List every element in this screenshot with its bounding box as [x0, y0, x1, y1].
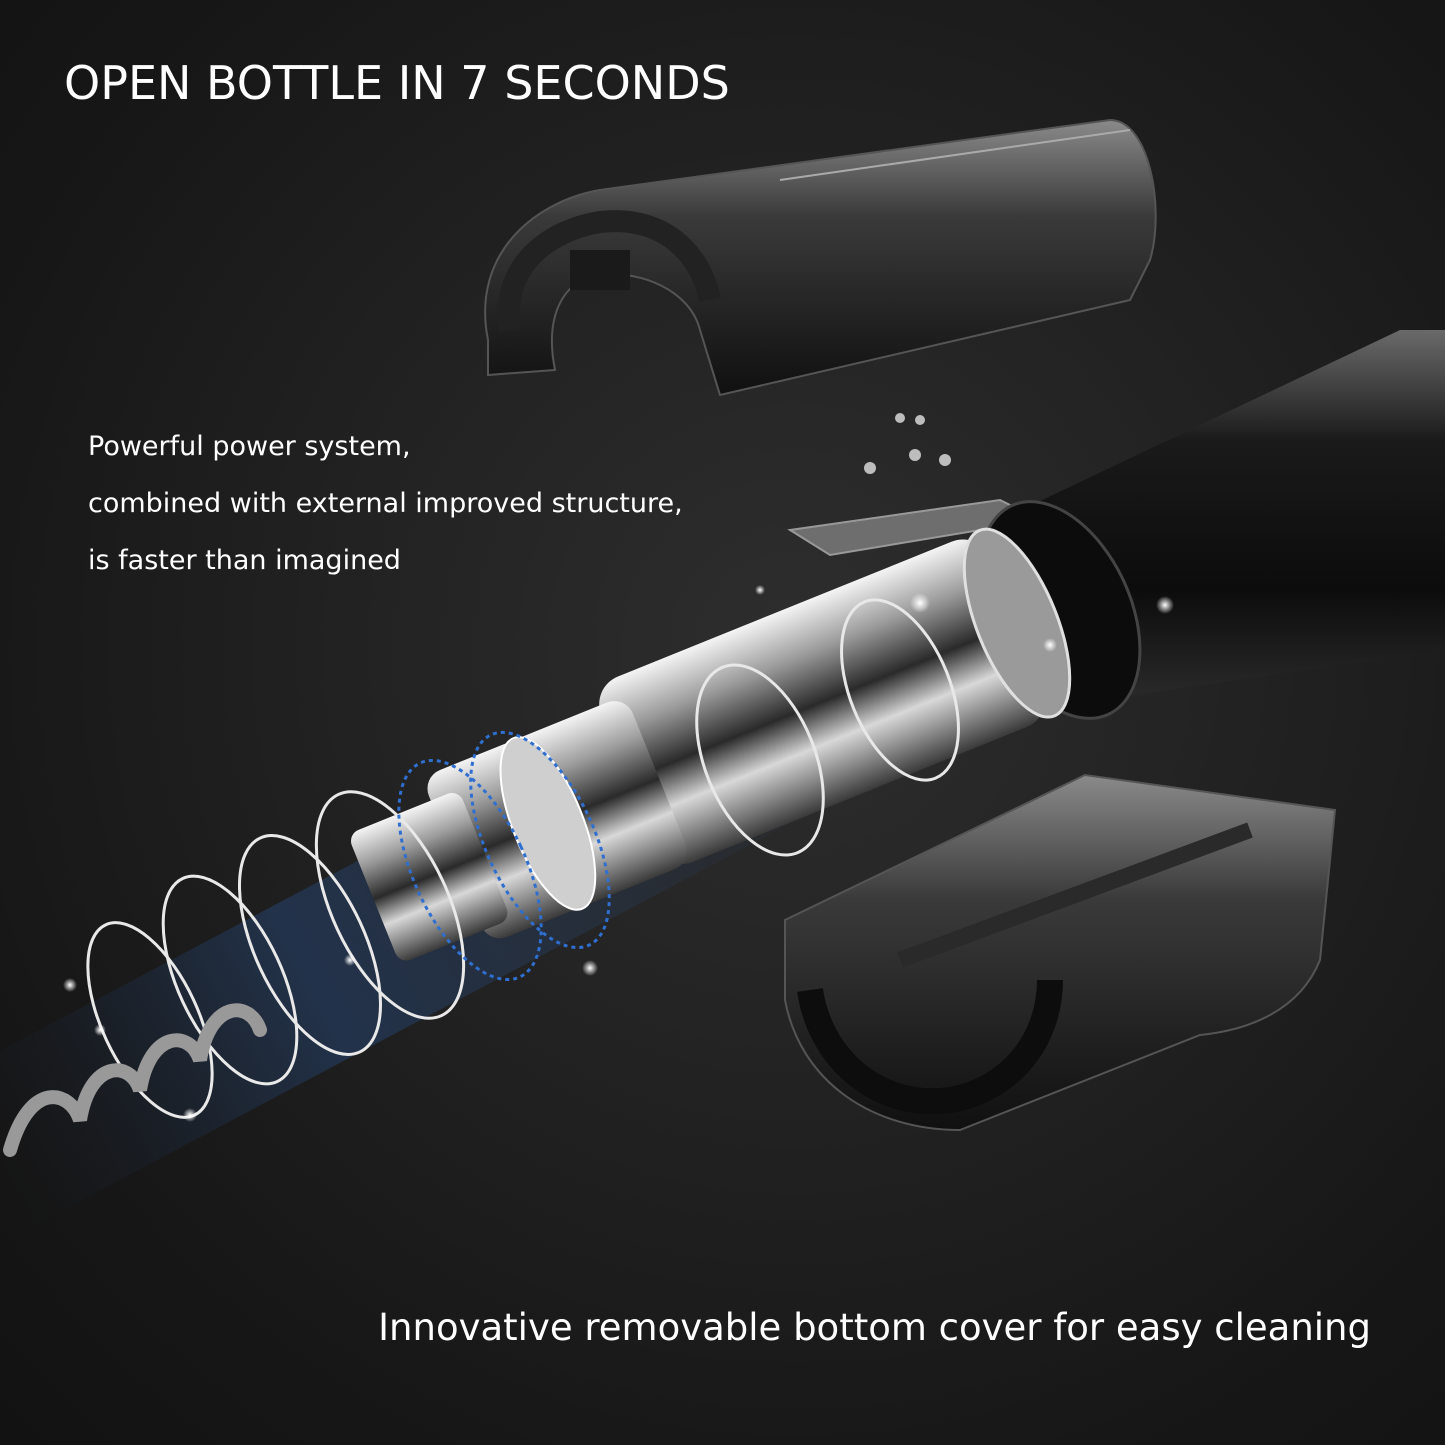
headline: OPEN BOTTLE IN 7 SECONDS: [64, 56, 730, 110]
sparkles: [63, 585, 1174, 1122]
footer-caption: Innovative removable bottom cover for ea…: [378, 1306, 1371, 1349]
description-line: Powerful power system,: [88, 431, 411, 462]
description-line: combined with external improved structur…: [88, 488, 683, 519]
motor-body: [350, 527, 1072, 961]
feature-description: Powerful power system, combined with ext…: [88, 418, 683, 589]
screw-tip: [3, 1003, 267, 1157]
top-cover: [484, 118, 1157, 397]
description-line: is faster than imagined: [88, 545, 401, 576]
bottom-cover: [784, 773, 1337, 1132]
corkscrew-spiral: [86, 730, 611, 1119]
